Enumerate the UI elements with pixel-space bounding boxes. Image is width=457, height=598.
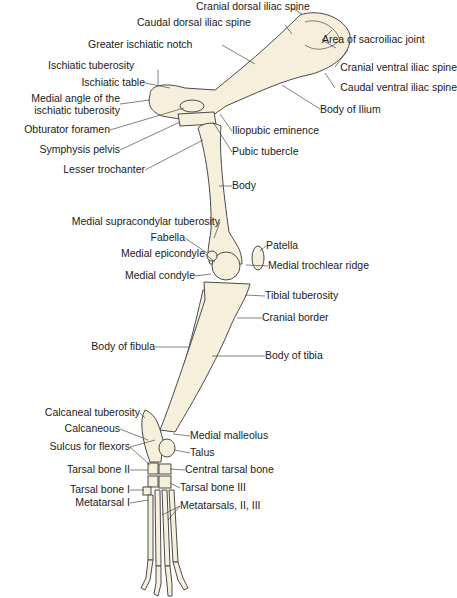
part-label: Body of tibia xyxy=(265,349,365,361)
digit-bone xyxy=(141,560,153,590)
part-label: Tarsal bone III xyxy=(180,481,290,493)
part-label: Medial angle of the ischiatic tuberosity xyxy=(2,92,120,116)
part-label: Medial trochlear ridge xyxy=(268,259,418,271)
tibia-bone xyxy=(160,282,250,432)
metatarsal-bone xyxy=(162,490,170,566)
part-label: Lesser trochanter xyxy=(20,163,145,175)
part-label: Metatarsal I xyxy=(5,496,130,508)
talus-bone xyxy=(159,439,175,457)
part-label: Iliopubic eminence xyxy=(232,124,352,136)
part-label: Patella xyxy=(266,239,326,251)
part-label: Pubic tubercle xyxy=(232,145,332,157)
part-label: Tarsal bone I xyxy=(5,483,130,495)
part-label: Medial malleolus xyxy=(190,429,305,441)
part-label: Body of Ilium xyxy=(320,103,430,115)
part-label: Calcaneal tuberosity xyxy=(10,406,140,418)
digit-bone xyxy=(154,566,161,596)
part-label: Caudal dorsal iliac spine xyxy=(137,16,287,28)
part-label: Ischiatic tuberosity xyxy=(48,59,163,71)
metatarsal-bone xyxy=(155,490,161,566)
part-label: Tibial tuberosity xyxy=(265,289,380,301)
part-label: Medial epicondyle xyxy=(75,247,205,259)
part-label: Calcaneous xyxy=(15,422,120,434)
part-label: Tarsal bone II xyxy=(5,463,130,475)
part-label: Obturator foramen xyxy=(2,123,110,135)
pelvis-bone xyxy=(149,13,350,120)
part-label: Symphysis pelvis xyxy=(10,143,120,155)
part-label: Medial condyle xyxy=(75,269,195,281)
metatarsal-bone xyxy=(148,495,153,560)
part-label: Medial supracondylar tuberosity xyxy=(20,215,220,227)
part-label: Cranial ventral iliac spine xyxy=(322,61,457,73)
obturator-foramen xyxy=(180,100,204,112)
tarsal-bone xyxy=(159,476,171,488)
part-label: Ischiatic table xyxy=(40,76,145,88)
digit-bone xyxy=(165,566,172,596)
tarsal-bone xyxy=(148,476,158,487)
part-label: Cranial border xyxy=(262,311,362,323)
tarsal-bone xyxy=(143,487,151,495)
part-label: Caudal ventral iliac spine xyxy=(322,81,457,93)
part-label: Area of sacroiliac joint xyxy=(322,33,457,45)
part-label: Talus xyxy=(190,446,250,458)
metatarsal-bone xyxy=(169,490,178,562)
femur-bone xyxy=(198,123,242,264)
part-label: Cranial dorsal iliac spine xyxy=(196,0,356,12)
part-label: Body of fibula xyxy=(45,340,155,352)
part-label: Greater ischiatic notch xyxy=(88,38,228,50)
part-label: Metatarsals, II, III xyxy=(180,499,310,511)
digit-bone xyxy=(173,562,188,590)
tarsal-bone xyxy=(159,464,171,474)
part-label: Fabella xyxy=(120,231,185,243)
part-label: Body xyxy=(232,179,292,191)
part-label: Central tarsal bone xyxy=(185,463,315,475)
part-label: Sulcus for flexors xyxy=(5,440,130,452)
